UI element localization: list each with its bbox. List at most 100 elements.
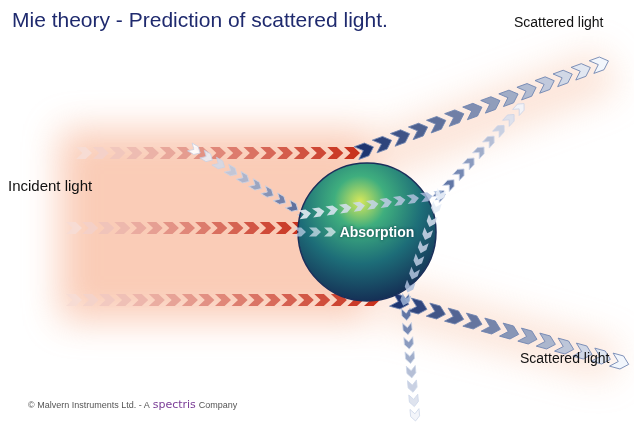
ray-chevron — [314, 294, 330, 306]
scatter-label: Scattered light — [514, 14, 604, 30]
ray-chevron — [248, 294, 264, 306]
ray-chevron — [416, 240, 428, 254]
ray-chevron — [426, 303, 447, 321]
ray-chevron — [276, 222, 292, 234]
ray-chevron — [261, 186, 276, 200]
ray-chevron — [535, 74, 557, 93]
ray-chevron — [493, 122, 508, 137]
ray-chevron — [513, 101, 528, 116]
ray-chevron — [407, 380, 417, 393]
ray-chevron — [553, 68, 575, 87]
ray-chevron — [198, 294, 214, 306]
ray-chevron — [224, 164, 239, 178]
ray-chevron — [210, 147, 226, 159]
ray-chevron — [265, 294, 281, 306]
ray-chevron — [433, 188, 448, 203]
ray-chevron — [408, 298, 429, 316]
ray-chevron — [473, 144, 488, 159]
ray-chevron — [406, 194, 419, 205]
ray-chevron — [132, 294, 148, 306]
ray-chevron — [445, 308, 466, 326]
ray-chevron — [311, 147, 327, 159]
ray-chevron — [294, 228, 306, 237]
ray-chevron — [463, 313, 484, 331]
ray-chevron — [244, 222, 260, 234]
ray-chevron — [393, 195, 406, 206]
ray-chevron — [147, 222, 163, 234]
ray-chevron — [312, 207, 325, 218]
ray-chevron — [82, 222, 98, 234]
ray-chevron — [298, 209, 311, 220]
ray-chevron — [425, 214, 437, 228]
ray-chevron — [294, 147, 310, 159]
ray-chevron — [66, 294, 82, 306]
ray-chevron — [463, 101, 485, 120]
ray-chevron — [402, 322, 412, 335]
ray-chevron — [165, 294, 181, 306]
ray-chevron — [182, 294, 198, 306]
ray-chevron — [518, 328, 539, 346]
ray-chevron — [83, 294, 99, 306]
ray-chevron — [408, 121, 430, 140]
ray-chevron — [215, 294, 231, 306]
ray-chevron — [212, 157, 227, 171]
ray-chevron — [149, 294, 165, 306]
incident-label: Incident light — [8, 177, 92, 194]
ray-chevron — [116, 294, 132, 306]
ray-chevron — [589, 55, 611, 74]
ray-chevron — [143, 147, 159, 159]
ray-chevron — [177, 147, 193, 159]
ray-chevron — [404, 337, 414, 350]
ray-chevron — [281, 294, 297, 306]
glow — [60, 50, 620, 380]
ray-chevron — [298, 294, 314, 306]
ray-chevron — [110, 147, 126, 159]
ray-chevron — [285, 200, 300, 214]
ray-chevron — [339, 203, 352, 214]
node-text: Absorption — [340, 224, 415, 240]
ray-chevron — [409, 394, 419, 407]
ray-chevron — [372, 134, 394, 153]
ray-chevron — [463, 155, 478, 170]
ray-chevron — [408, 267, 420, 281]
ray-chevron — [227, 147, 243, 159]
ray-chevron — [327, 147, 343, 159]
ray-chevron — [610, 353, 631, 371]
ray-chevron — [352, 201, 365, 212]
brand-name: spectris — [153, 398, 196, 411]
ray-chevron — [93, 147, 109, 159]
ray-chevron — [481, 318, 502, 336]
copyright-text: Company — [199, 400, 238, 410]
ray-chevron — [126, 147, 142, 159]
ray-chevron — [114, 222, 130, 234]
ray-chevron — [232, 294, 248, 306]
ray-chevron — [399, 293, 411, 307]
ray-chevron — [366, 199, 379, 210]
ray-chevron — [429, 201, 441, 215]
ray-chevron — [445, 107, 467, 126]
ray-chevron — [179, 222, 195, 234]
ray-chevron — [344, 147, 360, 159]
ray-chevron — [211, 222, 227, 234]
ray-chevron — [481, 94, 503, 113]
title: Mie theory - Prediction of scattered lig… — [12, 8, 388, 32]
scatter-label: Scattered light — [520, 350, 610, 366]
ray-chevron — [500, 323, 521, 341]
ray-chevron — [483, 133, 498, 148]
ray-chevron — [379, 197, 392, 208]
ray-chevron — [412, 253, 424, 267]
ray-chevron — [571, 61, 593, 80]
ray-chevron — [195, 222, 211, 234]
ray-chevron — [324, 228, 336, 237]
ray-chevron — [325, 205, 338, 216]
ray-chevron — [536, 333, 557, 351]
ray-chevron — [188, 143, 203, 157]
ray-chevron — [309, 228, 321, 237]
ray-chevron — [76, 147, 92, 159]
ray-chevron — [277, 147, 293, 159]
ray-chevron — [66, 222, 82, 234]
ray-chevron — [354, 141, 376, 160]
ray-chevron — [273, 193, 288, 207]
ray-chevron — [499, 88, 521, 107]
ray-chevron — [421, 227, 433, 241]
